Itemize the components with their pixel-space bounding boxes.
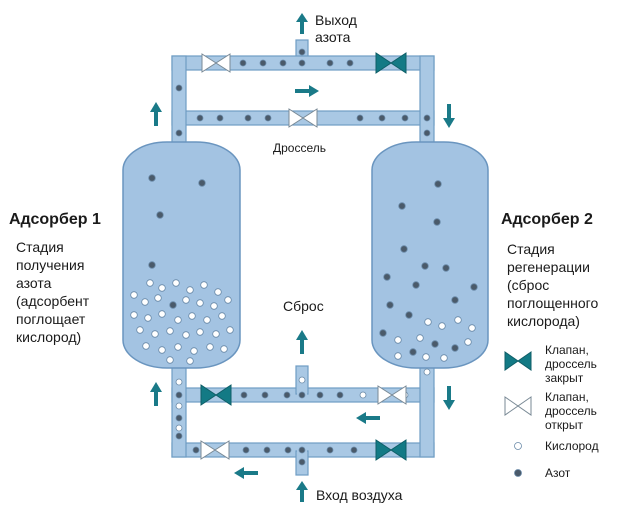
adsorber-2-title: Адсорбер 2 [501, 211, 593, 228]
adsorber-1-particles [130, 174, 234, 365]
adsorber-2-description: Стадия регенерации (сброс поглощенного к… [507, 241, 599, 329]
arrow-up-left-lower-icon [150, 382, 162, 406]
valve-bottom-left-closed[interactable] [200, 384, 232, 406]
legend-valve-closed-icon [504, 351, 532, 371]
throttle-valve-open[interactable] [288, 108, 318, 128]
valve-lower-left-open[interactable] [200, 440, 230, 460]
adsorber-1-description: Стадия получения азота (адсорбент поглощ… [16, 239, 90, 345]
legend-valve-closed-label: Клапан, дроссель закрыт [545, 343, 597, 385]
nitrogen-out-label: Выход азота [315, 12, 357, 45]
legend-valve-open-icon [504, 396, 532, 416]
arrow-left-bottom-lower-icon [234, 467, 258, 479]
legend-valve-open-label: Клапан, дроссель открыт [545, 390, 597, 432]
valve-lower-right-closed[interactable] [375, 439, 407, 461]
legend-nitrogen-label: Азот [545, 466, 571, 480]
adsorber-1-tank [122, 141, 241, 369]
air-in-label: Вход воздуха [316, 487, 403, 503]
arrow-down-right-upper-icon [443, 104, 455, 128]
arrow-right-middle-icon [295, 85, 319, 97]
arrow-up-left-upper-icon [150, 102, 162, 126]
discharge-label: Сброс [283, 298, 324, 314]
legend-nitrogen-icon [514, 469, 522, 477]
valve-bottom-right-open[interactable] [377, 385, 407, 405]
adsorber-1-title: Адсорбер 1 [9, 211, 101, 228]
pipe-particles [175, 48, 431, 466]
throttle-label: Дроссель [273, 141, 327, 155]
arrow-up-discharge-icon [296, 330, 308, 354]
valve-top-right-closed[interactable] [375, 52, 407, 74]
adsorber-2-particles [379, 180, 478, 362]
arrow-up-nitrogen-out-icon [296, 13, 308, 34]
legend-oxygen-icon [514, 442, 522, 450]
arrow-down-right-lower-icon [443, 386, 455, 410]
valve-top-left-open[interactable] [201, 53, 231, 73]
adsorber-2-tank [371, 141, 489, 369]
legend-oxygen-label: Кислород [545, 439, 599, 453]
arrow-left-bottom-upper-icon [356, 412, 380, 424]
arrow-up-air-in-icon [296, 481, 308, 502]
